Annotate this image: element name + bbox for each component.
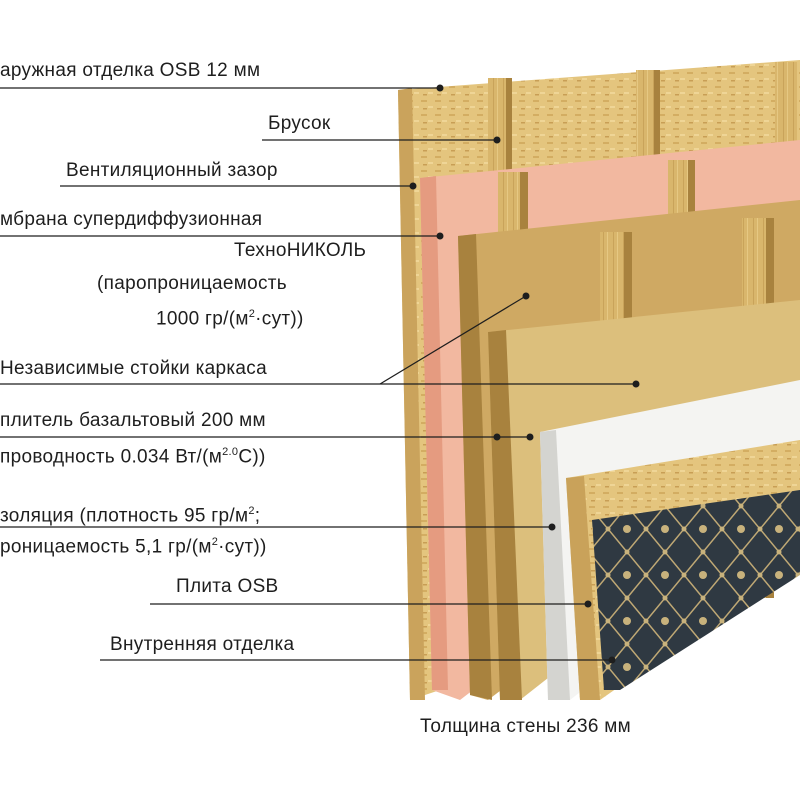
leader-dots: [409, 84, 640, 664]
label-outer-finish: аружная отделка OSB 12 мм: [0, 60, 261, 81]
label-membrane-line1: мбрана супердиффузионная: [0, 209, 263, 230]
label-vapor-line2: роницаемость 5,1 гр/(м2·сут)): [0, 536, 267, 558]
label-insulation-line1: плитель базальтовый 200 мм: [0, 410, 266, 431]
label-insulation-line2: проводность 0.034 Вт/(м2.0С)): [0, 446, 266, 468]
label-membrane-line3: (паропроницаемость: [97, 273, 287, 294]
label-vapor-line1: золяция (плотность 95 гр/м2;: [0, 505, 261, 527]
label-membrane-line2: ТехноНИКОЛЬ: [234, 240, 367, 261]
wallpaper-finish: [592, 490, 800, 690]
label-batten: Брусок: [268, 113, 331, 134]
leader-lines: [0, 87, 636, 661]
label-inner-finish: Внутренняя отделка: [110, 634, 295, 655]
label-vent-gap: Вентиляционный зазор: [66, 160, 278, 181]
label-studs: Независимые стойки каркаса: [0, 358, 267, 379]
wall-thickness-caption: Толщина стены 236 мм: [420, 716, 632, 737]
label-membrane-line4: 1000 гр/(м2·сут)): [156, 308, 304, 330]
label-osb-board: Плита OSB: [176, 576, 279, 597]
